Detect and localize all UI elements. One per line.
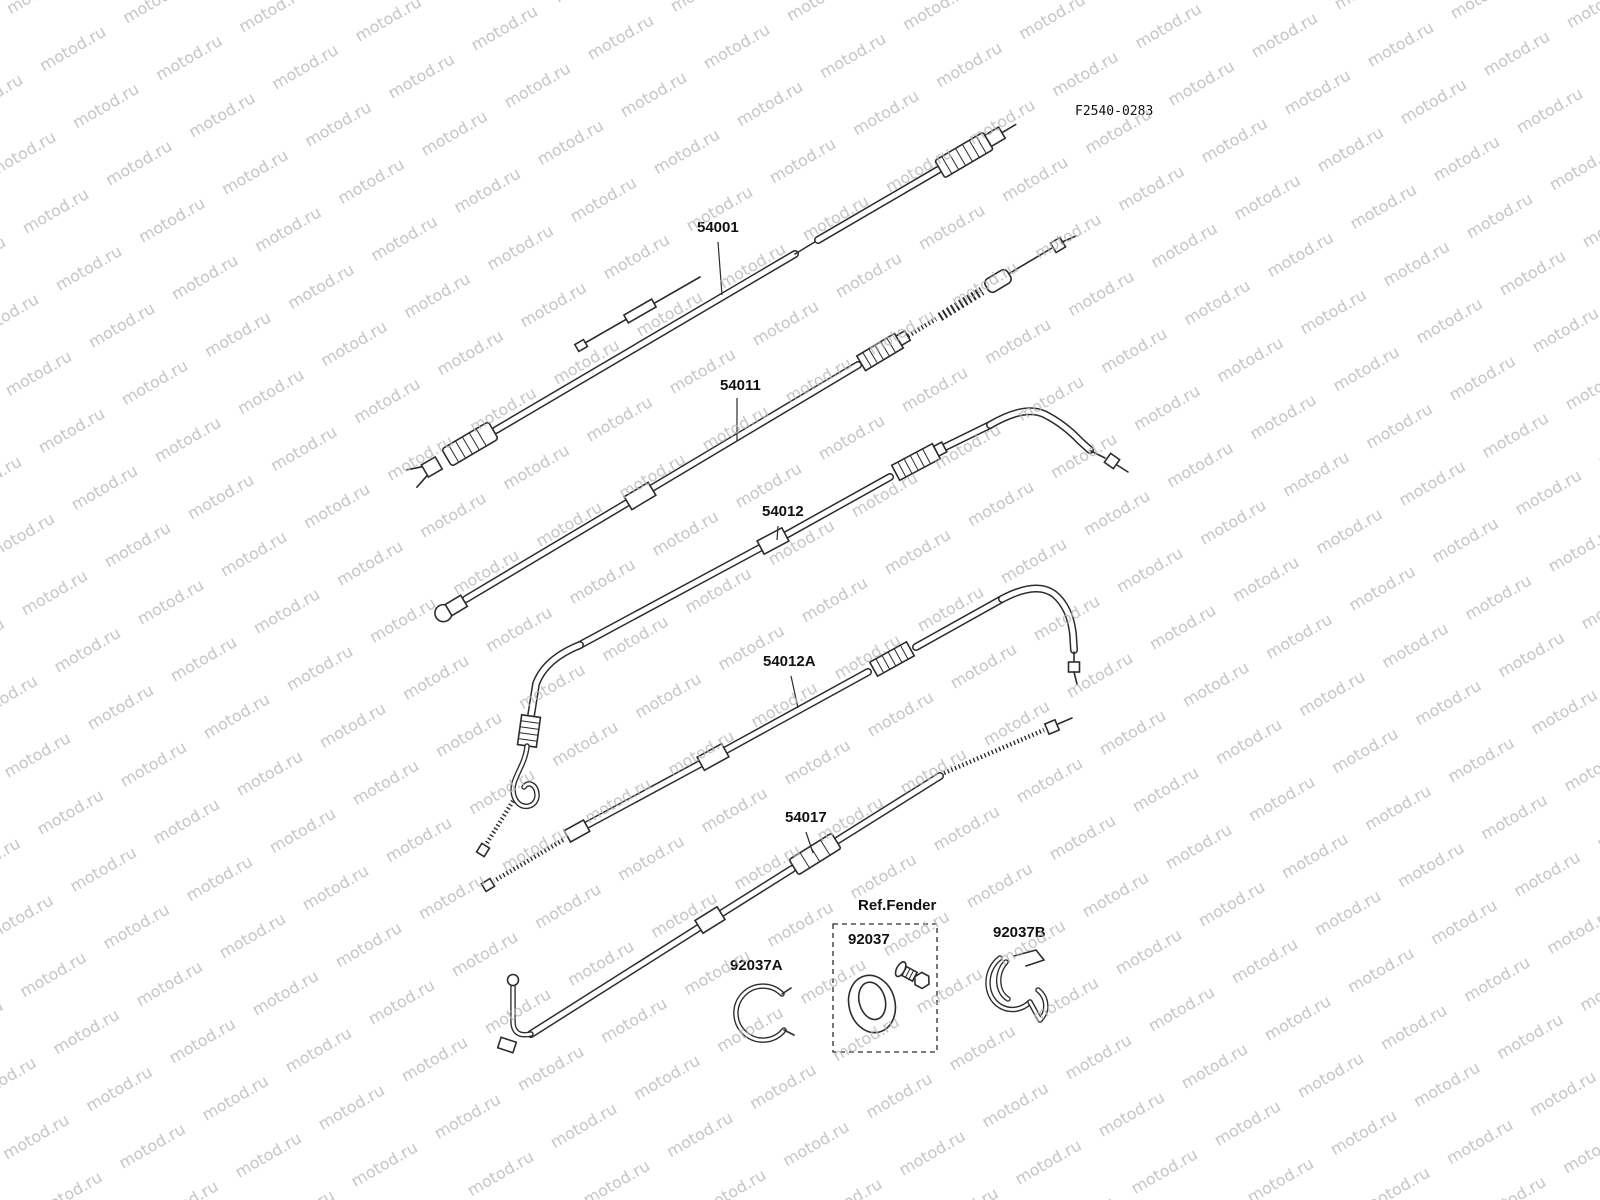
parts-diagram-canvas: motod.ru	[0, 0, 1600, 1200]
watermark-layer	[0, 0, 1600, 1200]
parts-diagram-page: motod.ru	[0, 0, 1600, 1200]
